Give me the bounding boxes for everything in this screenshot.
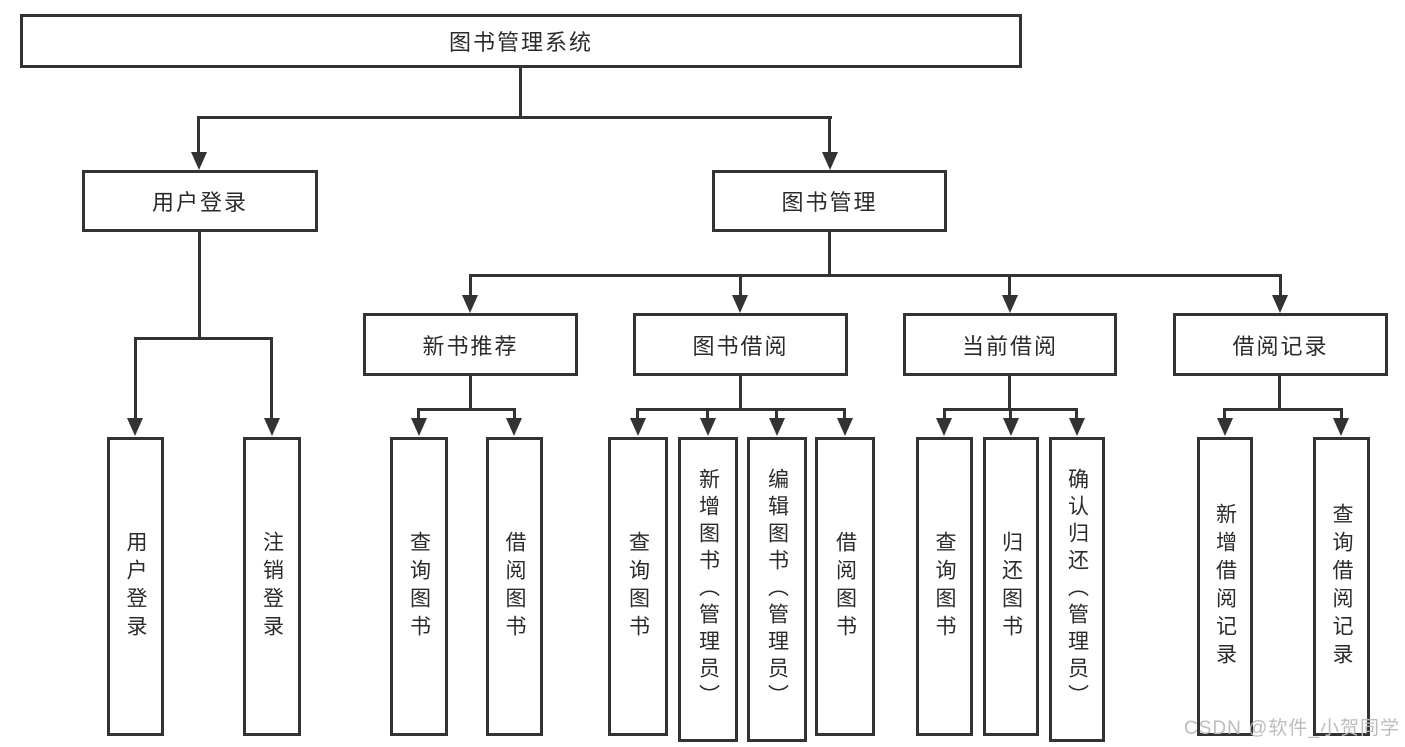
connector-line (1340, 408, 1343, 420)
leaf-confirm-return-admin: 确认归还（管理员） (1049, 437, 1105, 742)
leaf-label: 查询借阅记录 (1330, 502, 1353, 671)
arrow-down-icon (1069, 418, 1085, 436)
connector-line (469, 376, 472, 408)
arrow-down-icon (127, 418, 143, 436)
leaf-borrow-books: 借阅图书 (815, 437, 875, 736)
connector-line (828, 232, 831, 274)
leaf-label: 借阅图书 (503, 530, 526, 643)
connector-line (636, 408, 639, 420)
node-book-management: 图书管理 (712, 170, 947, 232)
connector-line (469, 274, 472, 296)
connector-line (739, 376, 742, 408)
leaf-add-book-admin: 新增图书（管理员） (678, 437, 738, 742)
leaf-edit-book-admin: 编辑图书（管理员） (747, 437, 807, 742)
connector-line (417, 408, 516, 411)
leaf-query-books-current: 查询图书 (916, 437, 973, 736)
arrow-down-icon (1272, 295, 1288, 313)
node-library-system: 图书管理系统 (20, 14, 1022, 68)
node-label: 图书管理系统 (448, 30, 593, 55)
connector-line (775, 408, 778, 420)
connector-line (417, 408, 420, 420)
node-label: 新书推荐 (422, 333, 519, 359)
node-label: 用户登录 (151, 190, 248, 215)
leaf-add-borrow-record: 新增借阅记录 (1197, 437, 1253, 736)
connector-line (270, 337, 273, 420)
connector-line (197, 116, 832, 119)
arrow-down-icon (462, 295, 478, 313)
leaf-label: 归还图书 (999, 530, 1023, 643)
leaf-label: 查询图书 (626, 530, 650, 643)
leaf-borrow-books-recommend: 借阅图书 (486, 437, 543, 736)
leaf-label: 确认归还（管理员） (1065, 468, 1089, 711)
arrow-down-icon (732, 295, 748, 313)
node-label: 借阅记录 (1232, 333, 1329, 359)
arrow-down-icon (630, 418, 646, 436)
arrow-down-icon (411, 418, 427, 436)
leaf-label: 借阅图书 (833, 530, 857, 643)
leaf-label: 新增借阅记录 (1213, 502, 1237, 671)
arrow-down-icon (936, 418, 952, 436)
connector-line (1008, 376, 1011, 408)
node-label: 当前借阅 (961, 333, 1058, 359)
connector-line (739, 274, 742, 296)
leaf-query-borrow-record: 查询借阅记录 (1313, 437, 1370, 736)
leaf-query-books-recommend: 查询图书 (390, 437, 448, 736)
leaf-user-login: 用户登录 (107, 437, 164, 736)
connector-line (943, 408, 946, 420)
node-label: 图书管理 (781, 190, 878, 215)
csdn-watermark: CSDN @软件_小贺同学 (1184, 718, 1400, 739)
leaf-return-book: 归还图书 (983, 437, 1039, 736)
connector-line (1009, 408, 1012, 420)
connector-line (828, 116, 831, 156)
connector-line (1008, 274, 1011, 296)
arrow-down-icon (837, 418, 853, 436)
leaf-label: 用户登录 (124, 530, 147, 643)
connector-line (469, 274, 1281, 277)
arrow-down-icon (1333, 418, 1349, 436)
connector-line (1279, 274, 1282, 296)
arrow-down-icon (506, 418, 522, 436)
leaf-logout: 注销登录 (243, 437, 301, 736)
connector-line (636, 408, 846, 411)
node-label: 图书借阅 (692, 333, 789, 359)
connector-line (1075, 408, 1078, 420)
leaf-query-books-borrow: 查询图书 (608, 437, 668, 736)
node-user-login: 用户登录 (82, 170, 318, 232)
leaf-label: 注销登录 (260, 530, 284, 643)
connector-line (513, 408, 516, 420)
arrow-down-icon (1002, 295, 1018, 313)
connector-line (519, 68, 522, 116)
leaf-label: 查询图书 (933, 530, 956, 643)
connector-line (1278, 376, 1281, 408)
node-borrow-records: 借阅记录 (1173, 313, 1388, 376)
arrow-down-icon (1217, 418, 1233, 436)
connector-line (198, 232, 201, 337)
leaf-label: 新增图书（管理员） (696, 468, 720, 711)
connector-line (134, 337, 137, 420)
connector-line (843, 408, 846, 420)
arrow-down-icon (769, 418, 785, 436)
node-current-borrow: 当前借阅 (903, 313, 1117, 376)
leaf-label: 编辑图书（管理员） (765, 468, 789, 711)
connector-line (197, 116, 200, 156)
connector-line (706, 408, 709, 420)
connector-line (134, 337, 273, 340)
arrow-down-icon (1003, 418, 1019, 436)
connector-line (1223, 408, 1342, 411)
node-book-borrow: 图书借阅 (633, 313, 848, 376)
leaf-label: 查询图书 (407, 530, 431, 643)
arrow-down-icon (822, 152, 838, 170)
arrow-down-icon (191, 152, 207, 170)
node-new-book-recommend: 新书推荐 (363, 313, 578, 376)
arrow-down-icon (700, 418, 716, 436)
connector-line (1223, 408, 1226, 420)
arrow-down-icon (264, 418, 280, 436)
